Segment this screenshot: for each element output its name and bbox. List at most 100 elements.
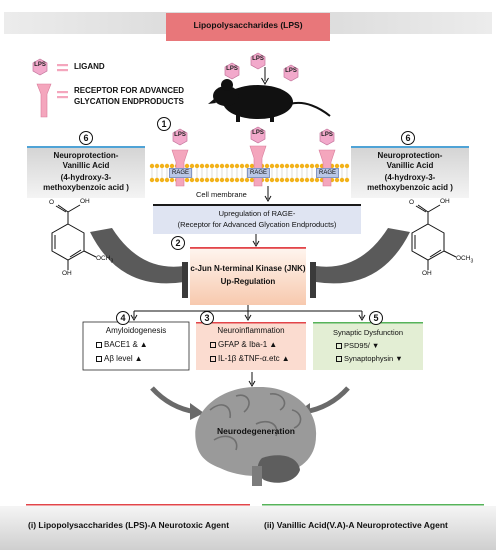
right-panel <box>351 146 469 198</box>
lipid-head <box>339 177 345 183</box>
lipid-head <box>284 163 290 169</box>
right-panel-line3: (4-hydroxy-3- <box>384 173 436 182</box>
cell-membrane-label: Cell membrane <box>196 190 247 199</box>
jnk-box <box>190 247 306 305</box>
lipid-head <box>164 163 170 169</box>
inflam-item-1: GFAP & Iba-1▲ <box>210 340 277 349</box>
receptor-legend-icon <box>36 83 52 118</box>
lipid-head <box>234 177 240 183</box>
left-panel-line4: methoxybenzoic acid ) <box>43 183 129 192</box>
lipid-head <box>149 163 155 169</box>
amyloid-title: Amyloidogenesis <box>105 326 167 335</box>
checkbox-icon <box>210 341 216 348</box>
lps-ligand: LPS <box>317 128 337 146</box>
down-arrow-icon: ▼ <box>371 341 380 350</box>
down-arrow-icon: ▼ <box>395 354 403 363</box>
rage-label: RAGE <box>247 168 271 178</box>
molecule-left-oh-bottom: OH <box>62 270 72 277</box>
checkbox-icon <box>96 355 102 362</box>
vanillic-acid-molecule-right <box>411 204 457 270</box>
lipid-head <box>264 163 270 169</box>
molecule-right-oh-bottom: OH <box>422 270 432 277</box>
ligand-legend-label: LIGAND <box>74 62 105 71</box>
lipid-head <box>154 163 160 169</box>
amyloid-box <box>82 321 190 371</box>
lipid-head <box>209 177 215 183</box>
synaptic-item-2: Synaptophysin▼ <box>336 354 403 363</box>
left-panel-line2: Vanillic Acid <box>62 161 110 170</box>
receptor-legend-label-line1: RECEPTOR FOR ADVANCED <box>74 86 185 95</box>
right-panel-line1: Neuroprotection- <box>377 151 443 160</box>
lipid-head <box>154 177 160 183</box>
amyloid-item-1: BACE1 &▲ <box>96 340 148 349</box>
right-panel-line2: Vanillic Acid <box>386 161 434 170</box>
title-bar <box>166 13 330 41</box>
lipid-head <box>219 177 225 183</box>
lipid-head <box>159 177 165 183</box>
left-panel <box>27 146 145 198</box>
lipid-head <box>214 177 220 183</box>
lipid-head <box>294 177 300 183</box>
checkbox-icon <box>96 341 102 348</box>
molecule-right-och3: OCH3 <box>456 255 474 265</box>
arrow-to-brain-left <box>150 386 197 415</box>
up-arrow-icon: ▲ <box>134 354 143 363</box>
lipid-head <box>159 163 165 169</box>
mouse-icon <box>208 79 331 122</box>
up-arrow-icon: ▲ <box>139 340 148 349</box>
lipid-head <box>279 177 285 183</box>
inflam-box <box>196 322 306 370</box>
molecule-right-oh-top: OH <box>440 198 450 205</box>
rage-box-line2: (Receptor for Advanced Glycation Endprod… <box>177 220 337 229</box>
lipid-head <box>224 163 230 169</box>
rage-box <box>153 204 361 234</box>
step-3-marker: 3 <box>200 311 214 325</box>
jnk-subtitle: Up-Regulation <box>220 277 276 286</box>
lipid-head <box>289 177 295 183</box>
lipid-head <box>314 177 320 183</box>
inflam-item-2: IL-1β &TNF-α.etc▲ <box>210 354 290 363</box>
lipid-head <box>224 177 230 183</box>
neurodegeneration-label: Neurodegeneration <box>217 426 295 436</box>
footer-band <box>0 506 496 550</box>
lipid-head <box>299 177 305 183</box>
lipid-head <box>239 177 245 183</box>
step-6-right-marker: 6 <box>401 131 415 145</box>
lipid-head <box>339 163 345 169</box>
lipid-head <box>164 177 170 183</box>
synaptic-box <box>313 322 423 370</box>
rage-label: RAGE <box>316 168 340 178</box>
step-2-marker: 2 <box>171 236 185 250</box>
lipid-head <box>189 177 195 183</box>
lipid-head <box>284 177 290 183</box>
lipid-head <box>184 163 190 169</box>
lipid-head <box>169 163 175 169</box>
step-6-left-marker: 6 <box>79 131 93 145</box>
lipid-head <box>149 177 155 183</box>
lipid-head <box>314 163 320 169</box>
lipid-head <box>299 163 305 169</box>
step-4-marker: 4 <box>116 311 130 325</box>
step-5-marker: 5 <box>369 311 383 325</box>
lps-ligand: LPS <box>248 52 268 70</box>
lipid-head <box>274 177 280 183</box>
lipid-head <box>264 177 270 183</box>
lipid-head <box>289 163 295 169</box>
synaptic-title: Synaptic Dysfunction <box>332 328 404 337</box>
synaptic-item-1: PSD95/▼ <box>336 341 379 350</box>
footer-left-caption: (i) Lipopolysaccharides (LPS)-A Neurotox… <box>28 520 230 530</box>
left-panel-line1: Neuroprotection- <box>53 151 119 160</box>
footer-right-caption: (ii) Vanillic Acid(V.A)-A Neuroprotectiv… <box>264 520 448 530</box>
left-inhibition-arc <box>90 228 184 284</box>
lipid-head <box>194 177 200 183</box>
lipid-head <box>219 163 225 169</box>
checkbox-icon <box>336 342 342 349</box>
lipid-head <box>309 163 315 169</box>
lipid-head <box>304 177 310 183</box>
lipid-head <box>334 163 340 169</box>
page-title: Lipopolysaccharides (LPS) <box>193 20 303 30</box>
lipid-head <box>199 163 205 169</box>
arrow-to-brain-right <box>303 386 350 415</box>
checkbox-icon <box>336 355 342 362</box>
lps-ligand: LPS <box>248 126 268 144</box>
